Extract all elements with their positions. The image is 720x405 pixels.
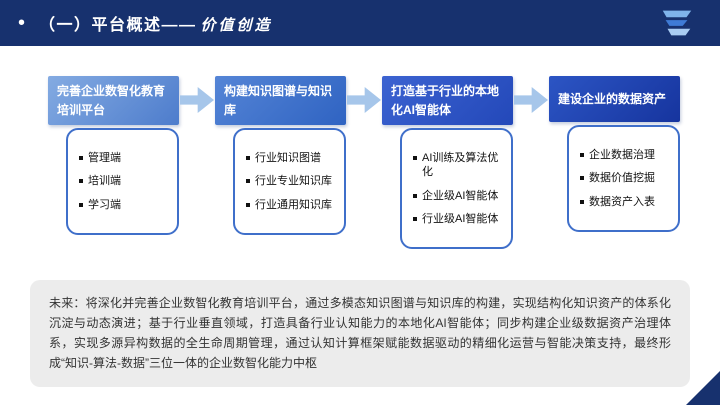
list-item-label: 行业级AI智能体 (422, 213, 499, 226)
bullet-dot-icon (413, 217, 417, 222)
column-header: 构建知识图谱与知识库 (215, 76, 346, 126)
list-item-label: 企业级AI智能体 (422, 189, 499, 202)
list-item: 行业知识图谱 (246, 151, 338, 165)
item-list: AI训练及算法优化 企业级AI智能体 行业级AI智能体 (413, 151, 505, 226)
bullet-dot-icon (580, 176, 584, 181)
list-item: 管理端 (79, 151, 171, 165)
header-bar: • （一）平台概述——价值创造 (0, 0, 720, 46)
bullet-dot-icon (413, 156, 417, 161)
column-header: 完善企业数智化教育培训平台 (48, 76, 179, 126)
bullet-dot-icon (246, 202, 250, 207)
list-item-label: 行业专业知识库 (255, 175, 332, 188)
list-item-label: 行业通用知识库 (255, 198, 332, 211)
page-title-main: （一）平台概述—— (39, 17, 197, 34)
page-title-accent: 价值创造 (200, 17, 273, 34)
list-item: 企业级AI智能体 (413, 189, 505, 203)
bullet-dot-icon (580, 199, 584, 204)
flow-column-1: 完善企业数智化教育培训平台 管理端 培训端 学习端 (48, 76, 179, 236)
list-item: AI训练及算法优化 (413, 151, 505, 180)
bullet-dot-icon (413, 193, 417, 198)
arrow-right-icon (514, 87, 548, 113)
column-card: 行业知识图谱 行业专业知识库 行业通用知识库 (233, 128, 346, 236)
corner-decoration (686, 371, 720, 405)
list-item-label: AI训练及算法优化 (422, 152, 499, 179)
list-item-label: 学习端 (88, 198, 121, 211)
list-item: 培训端 (79, 174, 171, 188)
arrow-right-icon (347, 87, 381, 113)
item-list: 行业知识图谱 行业专业知识库 行业通用知识库 (246, 151, 338, 212)
bullet-dot-icon (79, 202, 83, 207)
flow-column-3: 打造基于行业的本地化AI智能体 AI训练及算法优化 企业级AI智能体 行业级AI… (382, 76, 513, 250)
list-item: 行业专业知识库 (246, 174, 338, 188)
list-item: 数据资产入表 (580, 195, 672, 209)
bullet-dot-icon (79, 156, 83, 161)
arrow-right-icon (180, 87, 214, 113)
list-item: 行业级AI智能体 (413, 212, 505, 226)
list-item: 学习端 (79, 198, 171, 212)
list-item-label: 培训端 (88, 175, 121, 188)
item-list: 企业数据治理 数据价值挖掘 数据资产入表 (580, 148, 672, 209)
process-flow: 完善企业数智化教育培训平台 管理端 培训端 学习端 构建知识图谱与知识库 行业知… (0, 46, 720, 250)
list-item: 数据价值挖掘 (580, 171, 672, 185)
item-list: 管理端 培训端 学习端 (79, 151, 171, 212)
column-card: 管理端 培训端 学习端 (66, 128, 179, 236)
column-header: 打造基于行业的本地化AI智能体 (382, 76, 513, 126)
page-title: （一）平台概述——价值创造 (39, 11, 273, 35)
summary-text: 未来：将深化并完善企业数智化教育培训平台，通过多模态知识图谱与知识库的构建，实现… (49, 296, 671, 371)
flow-column-2: 构建知识图谱与知识库 行业知识图谱 行业专业知识库 行业通用知识库 (215, 76, 346, 236)
list-item: 行业通用知识库 (246, 198, 338, 212)
list-item-label: 数据价值挖掘 (589, 172, 655, 185)
column-card: AI训练及算法优化 企业级AI智能体 行业级AI智能体 (400, 128, 513, 250)
column-card: 企业数据治理 数据价值挖掘 数据资产入表 (567, 125, 680, 232)
list-item-label: 行业知识图谱 (255, 152, 321, 165)
flow-column-4: 建设企业的数据资产 企业数据治理 数据价值挖掘 数据资产入表 (549, 76, 680, 232)
list-item-label: 数据资产入表 (589, 195, 655, 208)
list-item-label: 企业数据治理 (589, 149, 655, 161)
bullet-dot-icon (79, 179, 83, 184)
list-item-label: 管理端 (88, 152, 121, 165)
bullet-dot-icon (246, 156, 250, 161)
bullet-dot-icon (246, 179, 250, 184)
company-logo-icon (658, 4, 696, 42)
list-item: 企业数据治理 (580, 148, 672, 162)
summary-note: 未来：将深化并完善企业数智化教育培训平台，通过多模态知识图谱与知识库的构建，实现… (30, 280, 690, 387)
column-header: 建设企业的数据资产 (549, 76, 680, 122)
bullet-dot-icon (580, 153, 584, 157)
title-bullet-icon: • (18, 12, 26, 34)
